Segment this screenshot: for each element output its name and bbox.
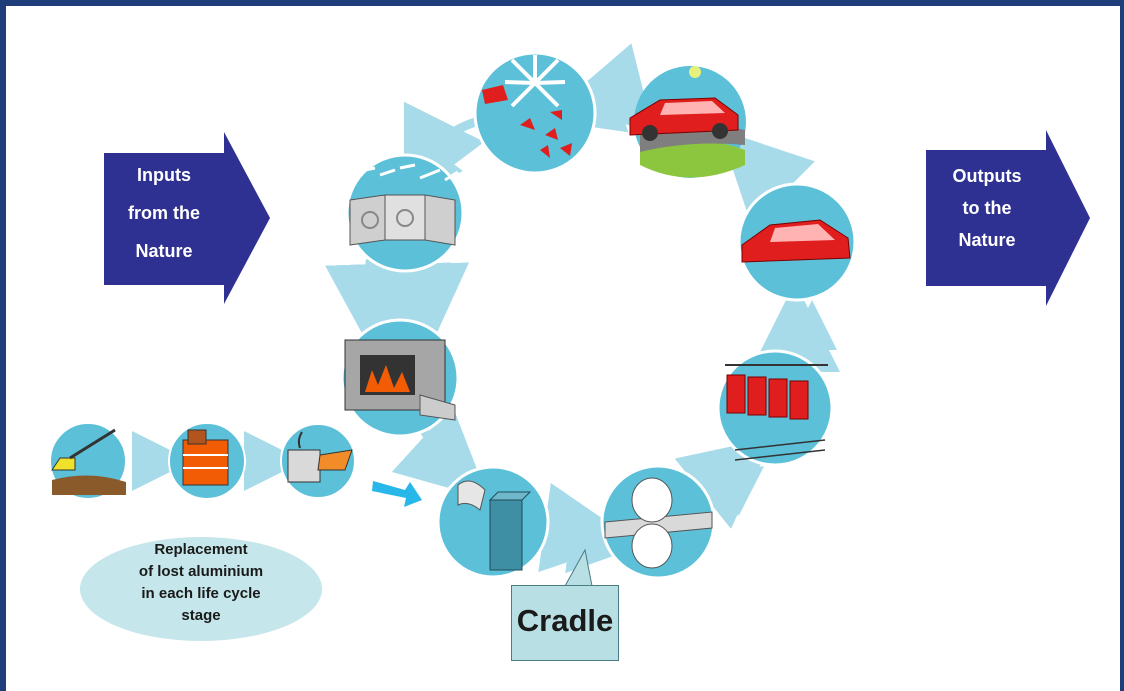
frame-border-right <box>1120 0 1124 691</box>
outputs-line-3: Nature <box>958 230 1016 250</box>
replacement-line-3: in each life cycle <box>141 585 261 602</box>
casting-stage-circle <box>436 465 550 579</box>
inputs-arrow-shape <box>104 132 270 304</box>
frame-border-top <box>0 0 1124 6</box>
outputs-line-2: to the <box>962 198 1012 218</box>
outputs-line-1: Outputs <box>952 166 1022 186</box>
cradle-callout-pointer <box>564 548 593 587</box>
refining-stage-circle <box>168 422 246 500</box>
inputs-line-3: Nature <box>135 241 193 261</box>
car-body-stage-circle <box>737 182 857 302</box>
inputs-arrow-label: Inputs from the Nature <box>104 156 224 270</box>
inputs-from-nature-arrow: Inputs from the Nature <box>104 132 270 304</box>
outputs-to-nature-arrow: Outputs to the Nature <box>926 130 1090 306</box>
replacement-feed-arrow <box>372 481 422 507</box>
outputs-arrow-shape <box>926 130 1090 306</box>
replacement-ellipse <box>80 537 322 641</box>
cradle-callout-box <box>511 585 619 661</box>
replacement-line-2: of lost aluminium <box>138 563 264 580</box>
replacement-line-1: Replacement <box>154 541 248 558</box>
smelting-stage-circle <box>280 423 356 499</box>
stamping-stage-circle <box>716 349 834 467</box>
outputs-arrow-label: Outputs to the Nature <box>926 160 1048 256</box>
recycling-stage-circle <box>345 153 465 273</box>
replacement-label: Replacement of lost aluminium in each li… <box>80 539 322 627</box>
inputs-line-1: Inputs <box>137 165 191 185</box>
cradle-label: Cradle <box>516 603 614 638</box>
inputs-line-2: from the <box>128 203 200 223</box>
car-use-stage-circle <box>629 66 746 178</box>
remelting-stage-circle <box>340 318 460 438</box>
rolling-stage-circle <box>600 464 716 580</box>
frame-border-left <box>0 0 6 691</box>
replacement-line-4: stage <box>181 607 221 624</box>
shredding-stage-circle <box>473 51 597 175</box>
mining-stage-circle <box>49 422 127 500</box>
